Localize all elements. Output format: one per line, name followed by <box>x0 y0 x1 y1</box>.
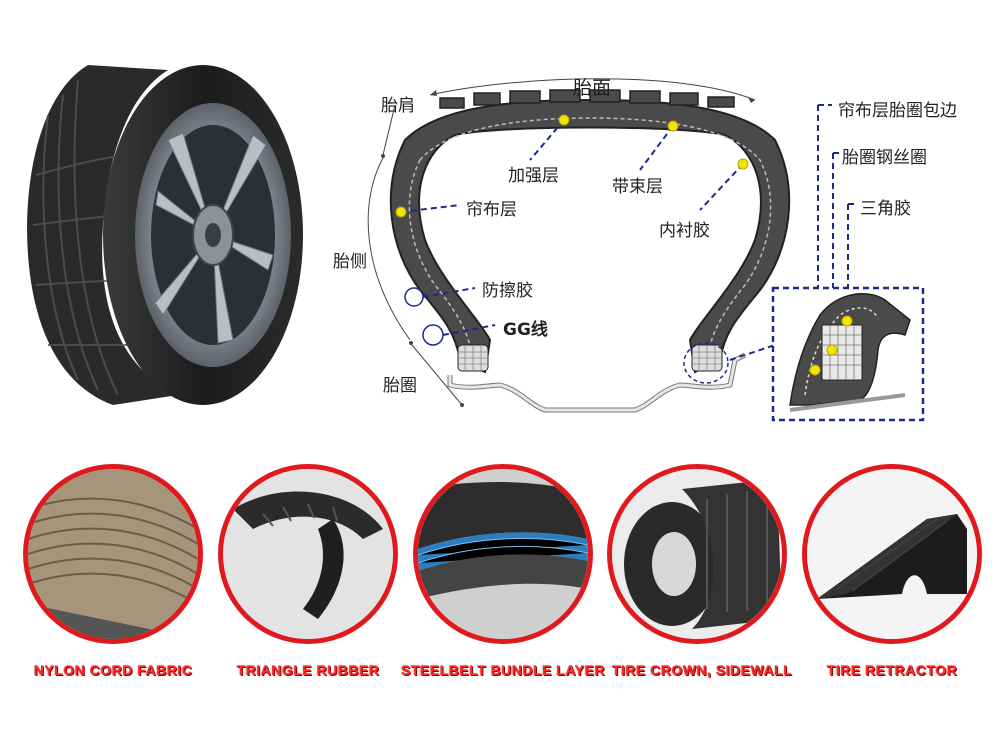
material-photo-tire-crown-sidewall <box>607 464 787 644</box>
bead-zoom-inset <box>771 286 925 422</box>
material-photo-tire-retractor <box>802 464 982 644</box>
label-reinforcement: 加强层 <box>508 166 559 186</box>
label-bead-wire: 胎圈钢丝圈 <box>842 148 927 168</box>
caption-steelbelt-bundle-layer: STEELBELT BUNDLE LAYER <box>401 662 605 678</box>
label-chafer: 防擦胶 <box>482 281 533 301</box>
label-shoulder: 胎肩 <box>381 96 415 116</box>
label-inner-liner: 内衬胶 <box>659 221 710 241</box>
dimension-arcs <box>367 78 756 406</box>
material-photo-nylon-cord-fabric <box>23 464 203 644</box>
label-ply-turnup: 帘布层胎圈包边 <box>838 101 957 121</box>
caption-nylon-cord-fabric: NYLON CORD FABRIC <box>33 662 193 678</box>
label-tread: 胎面 <box>573 77 612 99</box>
label-belt: 带束层 <box>612 177 663 197</box>
caption-triangle-rubber: TRIANGLE RUBBER <box>236 662 380 678</box>
label-apex: 三角胶 <box>860 199 911 219</box>
tire-casing <box>389 98 791 374</box>
caption-tire-retractor: TIRE RETRACTOR <box>826 662 958 678</box>
tire-cross-section-diagram <box>367 78 925 422</box>
caption-tire-crown-sidewall: TIRE CROWN, SIDEWALL <box>611 662 793 678</box>
label-sidewall: 胎侧 <box>333 252 367 272</box>
label-bead: 胎圈 <box>383 376 417 396</box>
tire-photo <box>27 65 303 405</box>
material-photo-triangle-rubber <box>218 464 398 644</box>
label-ply: 帘布层 <box>466 200 517 220</box>
material-photo-steelbelt-bundle-layer <box>413 464 593 644</box>
leader-lines <box>400 104 855 361</box>
label-gg-line: GG线 <box>503 320 548 340</box>
